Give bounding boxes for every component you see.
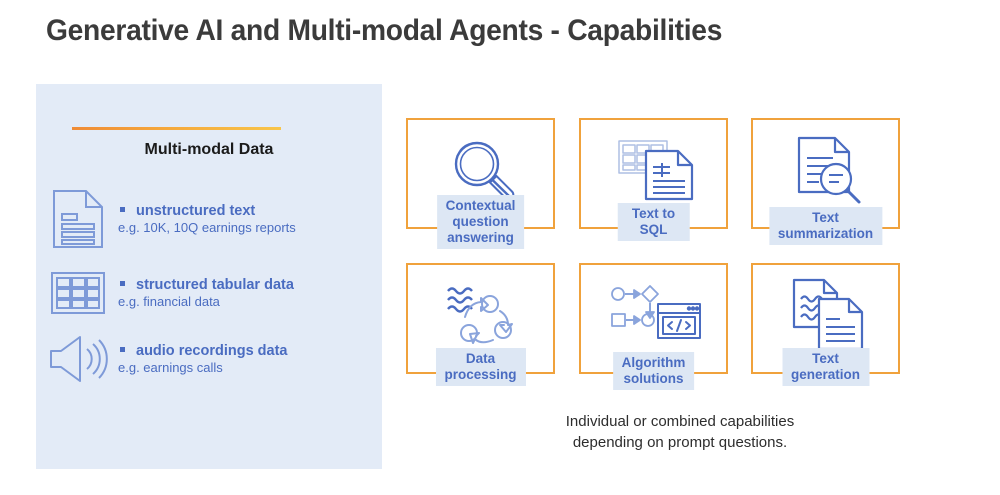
capability-card-label: Contextual question answering (436, 195, 525, 249)
bullet-icon (120, 207, 125, 212)
data-item-title: unstructured text (120, 203, 370, 219)
document-magnifier-icon (753, 124, 902, 216)
table-icon (36, 270, 120, 316)
multimodal-data-panel: Multi-modal Data unstructured text e.g. … (36, 84, 382, 469)
capability-card-label: Algorithm solutions (612, 352, 695, 390)
capability-card-text-generation[interactable]: Text generation (751, 263, 902, 386)
capability-card-label: Text to SQL (617, 203, 690, 241)
bullet-icon (120, 347, 125, 352)
data-processing-cycle-icon (408, 269, 557, 361)
data-item-text: audio recordings data e.g. earnings call… (118, 343, 382, 375)
data-item-audio-recordings-data: audio recordings data e.g. earnings call… (36, 334, 382, 384)
orange-divider (72, 127, 281, 130)
capability-card-label: Text generation (781, 348, 870, 386)
speaker-icon (36, 334, 120, 384)
document-icon (36, 188, 120, 250)
capability-card-text-to-sql[interactable]: Text to SQL (579, 118, 730, 241)
panel-heading: Multi-modal Data (144, 141, 274, 158)
data-item-title: structured tabular data (120, 277, 370, 293)
data-item-unstructured-text: unstructured text e.g. 10K, 10Q earnings… (36, 188, 382, 250)
page-title: Generative AI and Multi-modal Agents - C… (46, 14, 723, 47)
data-item-text: structured tabular data e.g. financial d… (118, 277, 382, 309)
capability-card-data-processing[interactable]: Data processing (406, 263, 557, 386)
capabilities-caption: Individual or combined capabilities depe… (565, 413, 795, 451)
data-item-subtitle: e.g. 10K, 10Q earnings reports (118, 220, 296, 235)
two-documents-icon (753, 269, 902, 361)
data-item-structured-tabular-data: structured tabular data e.g. financial d… (36, 270, 382, 316)
capability-card-label: Data processing (435, 348, 526, 386)
algorithm-code-icon (581, 269, 730, 361)
data-item-title: audio recordings data (120, 343, 370, 359)
capability-card-algorithm-solutions[interactable]: Algorithm solutions (579, 263, 730, 390)
capability-card-contextual-question-answering[interactable]: Contextual question answering (406, 118, 555, 249)
table-document-icon (581, 124, 730, 216)
capability-card-label: Text summarization (768, 207, 883, 245)
data-item-subtitle: e.g. financial data (118, 294, 220, 309)
bullet-icon (120, 281, 125, 286)
data-item-subtitle: e.g. earnings calls (118, 360, 223, 375)
capability-card-text-summarization[interactable]: Text summarization (751, 118, 902, 245)
data-item-text: unstructured text e.g. 10K, 10Q earnings… (118, 203, 382, 235)
